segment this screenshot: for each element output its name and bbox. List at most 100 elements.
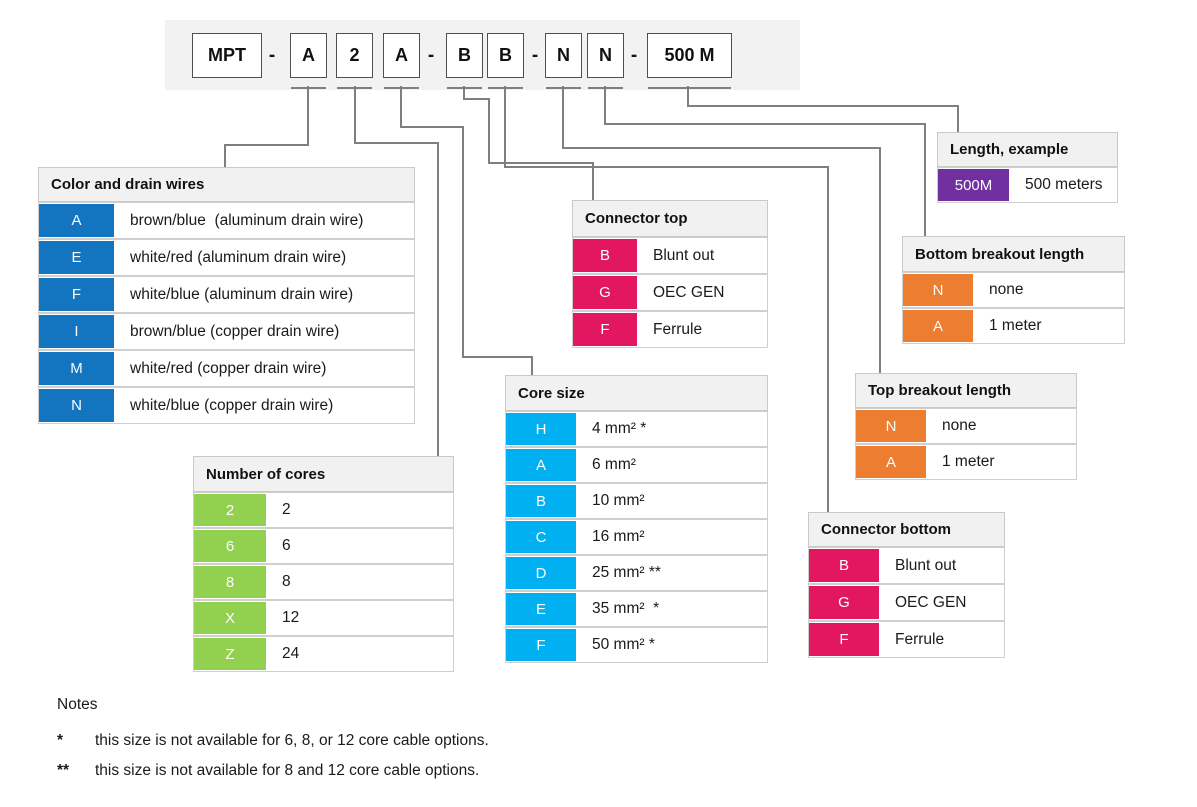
label-cell: 1 meter [989,317,1042,334]
label-cell: 12 [282,609,300,626]
code-cell: A [506,449,576,481]
label-cell: OEC GEN [653,283,725,301]
connector-line-segment [463,98,490,100]
code-cell: H [506,413,576,445]
label-cell: Ferrule [895,630,945,648]
code-cell: D [506,557,576,589]
table-row: A 1 meter [902,308,1125,344]
connector-line-segment [504,166,829,168]
connector-line-segment [604,86,606,125]
label-cell: 500 meters [1025,176,1103,193]
table-title: Length, example [937,132,1118,167]
code-cell: E [506,593,576,625]
connector-line-segment [354,86,356,144]
note-marker: ** [57,762,70,779]
note-marker: * [57,732,64,749]
note-item: *this size is not available for 6, 8, or… [57,730,489,751]
connector-line-segment [687,86,689,107]
label-cell: 25 mm² ** [592,564,661,581]
label-cell: white/blue (aluminum drain wire) [130,285,354,303]
part-segment-box: N [587,33,624,78]
part-segment-box: 2 [336,33,373,78]
code-cell: A [39,204,114,237]
connector-line-segment [592,162,594,201]
code-cell: F [506,629,576,661]
code-cell: M [39,352,114,385]
part-segment-box: N [545,33,582,78]
code-cell: G [809,586,879,619]
connector-line-segment [462,356,533,358]
notes-section: Notes *this size is not available for 6,… [57,696,489,781]
connector-line-segment [562,147,881,149]
table-title: Top breakout length [855,373,1077,408]
connector-line-segment [827,166,829,513]
connector-line-segment [879,147,881,374]
code-cell: X [194,602,266,634]
notes-title: Notes [57,696,98,713]
note-text: this size is not available for 8 and 12 … [95,762,480,779]
label-cell: 8 [282,573,291,590]
connector-line-segment [488,98,490,164]
code-cell: C [506,521,576,553]
label-cell: white/red (copper drain wire) [130,359,327,377]
connector-line-segment [504,86,506,168]
connector-line-segment [437,142,439,457]
label-cell: 50 mm² * [592,636,655,653]
connector-line-segment [354,142,439,144]
label-cell: brown/blue (copper drain wire) [130,322,340,340]
code-cell: N [856,410,926,442]
label-cell: Blunt out [653,246,715,264]
connector-line-segment [687,105,959,107]
label-cell: none [942,417,977,434]
connector-line-segment [463,86,465,100]
connector-line-segment [604,123,926,125]
connector-line-segment [400,86,402,128]
connector-line-segment [562,86,564,149]
code-cell: E [39,241,114,274]
label-cell: none [989,281,1024,298]
table-title: Connector bottom [808,512,1005,547]
code-cell: N [39,389,114,422]
code-cell: F [809,623,879,656]
connector-line-segment [400,126,464,128]
part-separator: - [268,44,276,66]
connector-tee-bar [648,87,731,89]
table-row: F 50 mm² * [505,627,768,663]
code-cell: F [573,313,637,346]
label-cell: 6 [282,537,291,554]
label-cell: brown/blue (aluminum drain wire) [130,211,364,229]
code-cell: I [39,315,114,348]
table-title: Core size [505,375,768,411]
connector-line-segment [531,356,533,376]
code-cell: Z [194,638,266,670]
code-cell: G [573,276,637,309]
code-cell: A [903,310,973,342]
code-cell: 6 [194,530,266,562]
part-segment-box: MPT [192,33,262,78]
code-cell: B [506,485,576,517]
part-segment-box: 500 M [647,33,732,78]
